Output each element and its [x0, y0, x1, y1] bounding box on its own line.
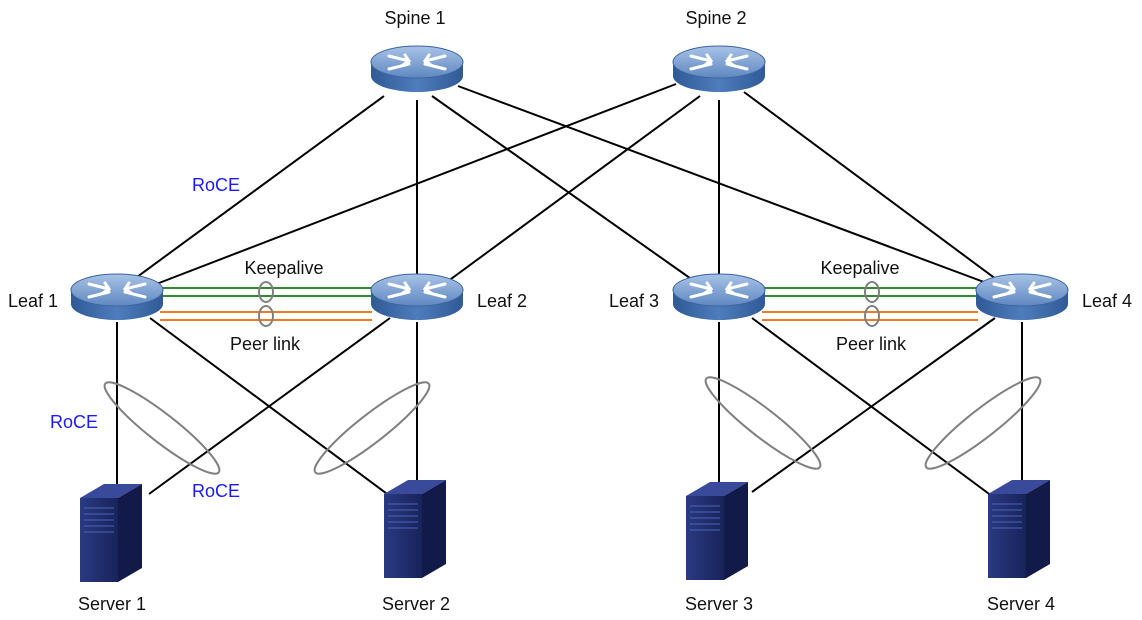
peer-link-label-right: Peer link: [836, 334, 907, 354]
link-spine2-leaf4: [743, 91, 1009, 289]
link-spine1-leaf4: [457, 85, 1001, 289]
keepalive-bundle-ring-left: [258, 281, 274, 303]
server-lag-rings: [103, 376, 1042, 475]
fabric-links: [121, 83, 1009, 291]
roce-label-spine: RoCE: [192, 175, 240, 195]
leaf4-switch-icon: [974, 272, 1070, 322]
lag-ring-server3: [704, 376, 822, 470]
peer-link-label-left: Peer link: [230, 334, 301, 354]
mlag-links-right: [762, 281, 978, 327]
spine2-switch-icon: [671, 44, 767, 94]
access-links: [116, 317, 1023, 506]
server4-label: Server 4: [987, 594, 1055, 614]
peer-link-bundle-ring-right: [864, 305, 880, 327]
leaf1-label: Leaf 1: [8, 291, 58, 311]
keepalive-bundle-ring-right: [864, 281, 880, 303]
lag-ring-server4: [924, 376, 1042, 470]
server3-icon: [685, 481, 749, 581]
roce-label-server-b: RoCE: [192, 481, 240, 501]
server3-label: Server 3: [685, 594, 753, 614]
keepalive-label-right: Keepalive: [820, 258, 899, 278]
link-spine2-leaf1: [145, 83, 677, 289]
link-spine1-leaf1: [121, 95, 385, 289]
link-leaf1-server2: [149, 317, 403, 506]
server1-label: Server 1: [78, 594, 146, 614]
keepalive-label-left: Keepalive: [244, 258, 323, 278]
roce-label-server-a: RoCE: [50, 412, 98, 432]
mlag-links-left: [160, 281, 372, 327]
link-leaf3-server4: [751, 317, 1005, 506]
spine2-label: Spine 2: [685, 8, 746, 28]
link-leaf2-server1: [148, 317, 391, 495]
server4-icon: [987, 479, 1051, 579]
lag-ring-server1: [103, 381, 221, 475]
leaf1-switch-icon: [69, 272, 165, 322]
leaf4-label: Leaf 4: [1082, 291, 1132, 311]
server2-label: Server 2: [382, 594, 450, 614]
server1-icon: [79, 483, 143, 583]
leaf2-label: Leaf 2: [477, 291, 527, 311]
spine1-label: Spine 1: [384, 8, 445, 28]
peer-link-bundle-ring-left: [258, 305, 274, 327]
lag-ring-server2: [313, 381, 431, 475]
link-leaf4-server3: [751, 317, 996, 493]
leaf3-label: Leaf 3: [609, 291, 659, 311]
spine1-switch-icon: [369, 44, 465, 94]
leaf2-switch-icon: [369, 272, 465, 322]
leaf3-switch-icon: [671, 272, 767, 322]
link-spine2-leaf2: [435, 95, 701, 291]
server2-icon: [383, 479, 447, 579]
